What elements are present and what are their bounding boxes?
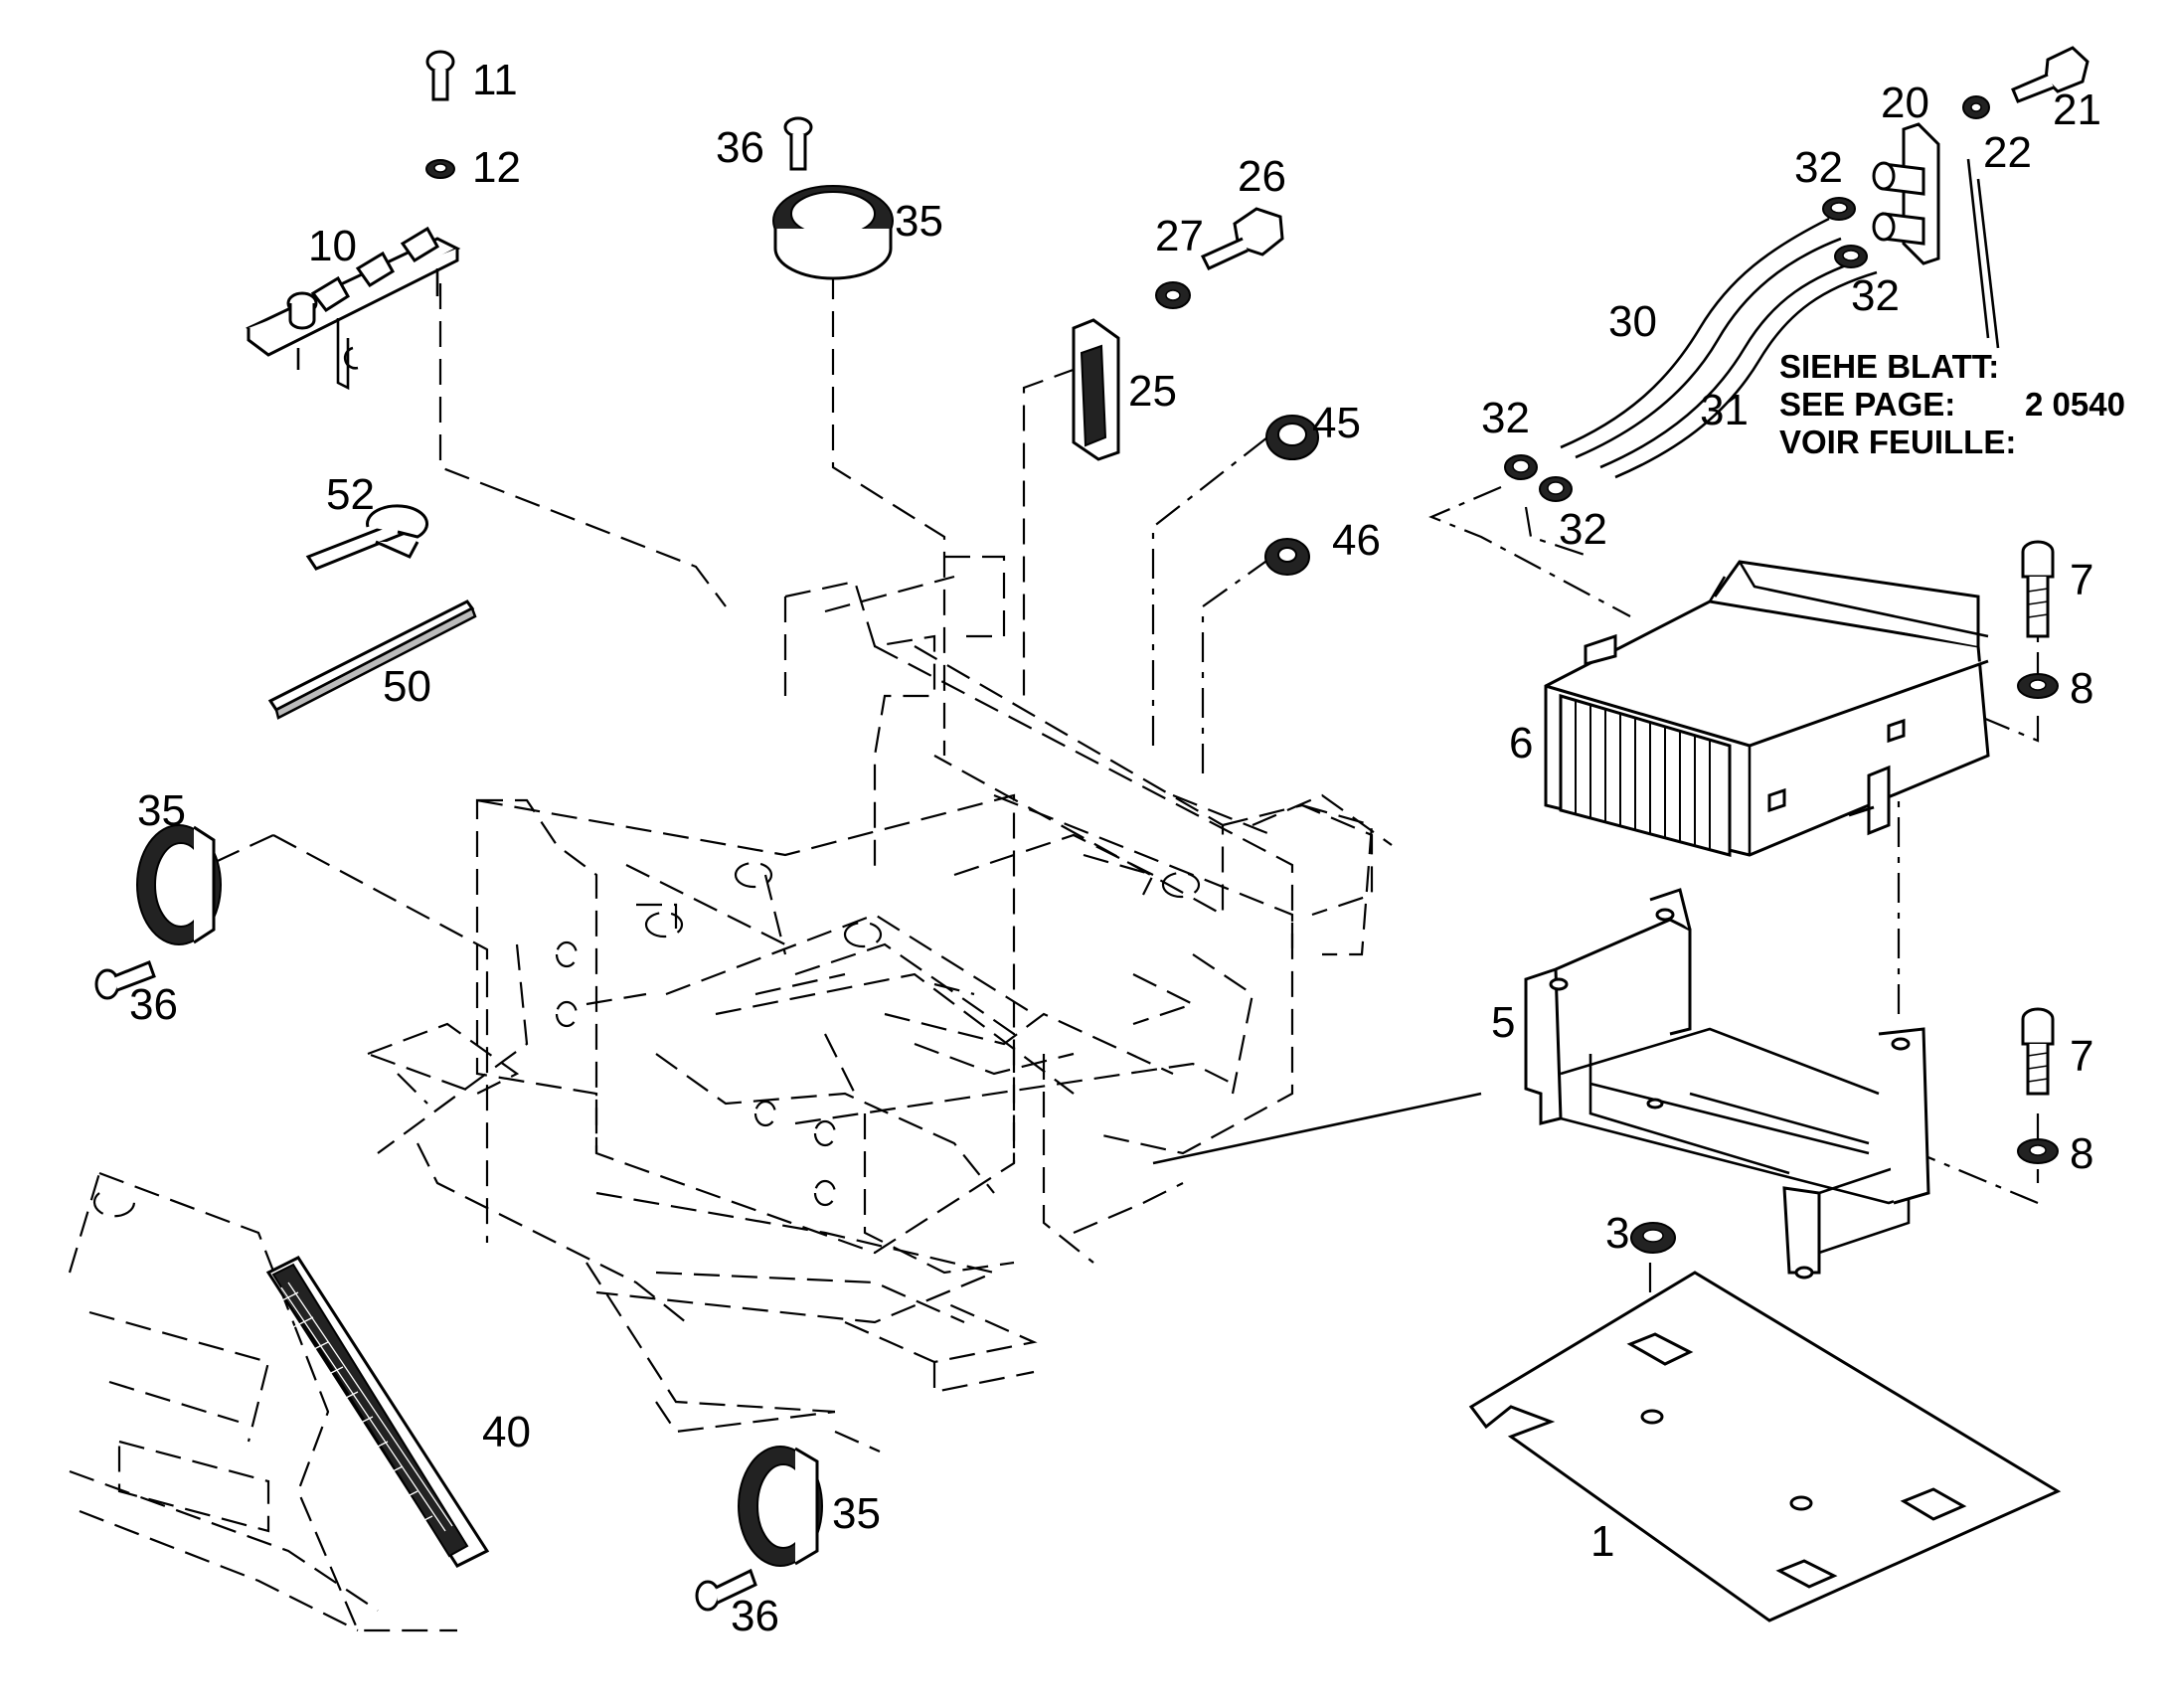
screw-36-bottom	[695, 1568, 757, 1612]
mounting-frame-5	[1524, 888, 1930, 1280]
callout-36-left: 36	[129, 980, 178, 1029]
callout-11: 11	[472, 56, 518, 104]
grommet-45	[1265, 415, 1319, 460]
callout-40: 40	[482, 1408, 531, 1456]
callout-21: 21	[2053, 85, 2101, 134]
bolt-21	[2011, 46, 2089, 103]
callout-10: 10	[308, 222, 357, 270]
seal-strip-50	[267, 599, 477, 720]
washer-27	[1155, 281, 1191, 309]
filter-40	[265, 1256, 490, 1568]
callout-35-top: 35	[895, 197, 943, 246]
callout-32-d: 32	[1559, 505, 1607, 554]
screw-36-left	[94, 960, 156, 1000]
switch-panel	[246, 226, 461, 391]
callout-6: 6	[1509, 719, 1533, 768]
callout-5: 5	[1491, 998, 1515, 1047]
heater-unit-6	[1544, 560, 1990, 857]
floor-plate-1	[1468, 1271, 2062, 1623]
washer-12	[425, 159, 455, 179]
callout-27: 27	[1155, 212, 1204, 260]
callout-35-left: 35	[137, 786, 186, 835]
coupling-plate-20	[1872, 122, 1940, 265]
leader-lines	[208, 158, 2040, 1453]
washer-8-lower	[2017, 1138, 2059, 1164]
side-panel-phantom	[68, 1171, 457, 1632]
callout-50: 50	[383, 662, 431, 711]
bolt-7-upper	[2021, 540, 2055, 638]
callout-32-b: 32	[1851, 271, 1900, 320]
callout-36-bottom: 36	[731, 1592, 779, 1640]
callout-46: 46	[1332, 516, 1381, 565]
clamp-32-c	[1504, 454, 1538, 480]
callout-labels: 11 12 10 36 35 52 50 35 36 26 27 25 45 4…	[129, 56, 2101, 1640]
cab-frame-phantom	[364, 555, 1393, 1434]
clamp-32-a	[1822, 197, 1856, 221]
callout-1: 1	[1590, 1517, 1614, 1566]
callout-32-a: 32	[1794, 143, 1843, 192]
vent-grommet-35-top	[772, 185, 894, 280]
bolt-26	[1200, 207, 1284, 270]
callout-31: 31	[1700, 386, 1749, 434]
callout-32-c: 32	[1481, 394, 1530, 442]
hose-30	[1560, 217, 1842, 459]
screw-36-top	[783, 116, 813, 171]
callout-7-lower: 7	[2070, 1032, 2093, 1081]
callout-52: 52	[326, 470, 375, 519]
callout-12: 12	[472, 143, 521, 192]
clamp-32-d	[1539, 476, 1573, 502]
screw-11	[425, 50, 455, 101]
callout-3: 3	[1605, 1209, 1629, 1258]
clamp-32-b	[1834, 245, 1868, 268]
washer-8-upper	[2017, 673, 2059, 699]
callout-26: 26	[1238, 152, 1286, 201]
callout-8-lower: 8	[2070, 1129, 2093, 1178]
grommet-3	[1630, 1222, 1676, 1254]
callout-45: 45	[1312, 399, 1361, 447]
cable-tie-52	[305, 504, 428, 571]
hose-31	[1599, 256, 1878, 479]
reference-note: SIEHE BLATT: SEE PAGE: VOIR FEUILLE: 2 0…	[1779, 348, 2125, 460]
washer-22	[1962, 95, 1990, 119]
callout-22: 22	[1983, 128, 2032, 177]
note-fr: VOIR FEUILLE:	[1779, 424, 2016, 460]
vent-grommet-35-left	[136, 824, 222, 945]
bolt-7-lower	[2021, 1007, 2055, 1096]
bracket-25	[1072, 318, 1120, 461]
vent-grommet-35-bottom	[738, 1446, 823, 1567]
grommet-46	[1264, 538, 1310, 576]
callout-7-upper: 7	[2070, 556, 2093, 604]
callout-30: 30	[1608, 297, 1657, 346]
callout-25: 25	[1128, 367, 1177, 416]
callout-36-top: 36	[716, 123, 764, 172]
note-en: SEE PAGE:	[1779, 386, 1955, 423]
note-de: SIEHE BLATT:	[1779, 348, 1999, 385]
note-page-number: 2 0540	[2025, 386, 2125, 423]
callout-8-upper: 8	[2070, 664, 2093, 713]
callout-35-bottom: 35	[832, 1489, 881, 1538]
callout-20: 20	[1881, 79, 1929, 127]
